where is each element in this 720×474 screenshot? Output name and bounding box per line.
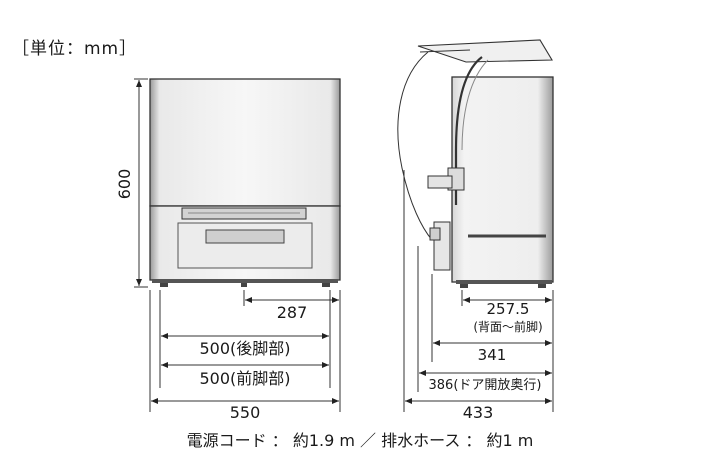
cord-hose-note: 電源コード ： 約1.9 m ／ 排水ホース ： 約1 m — [186, 431, 534, 450]
front-foot-left — [160, 283, 168, 287]
front-upper-body — [149, 78, 341, 207]
front-foot-span-label: 500(前脚部) — [199, 369, 290, 388]
side-base — [456, 280, 552, 284]
front-foot-right — [322, 283, 330, 287]
rear-foot-span-label: 500(後脚部) — [199, 339, 290, 358]
depth-door-open-label: 386(ドア開放奥行) — [429, 378, 542, 393]
dimension-labels: 600 287 500(後脚部) 500(前脚部) 550 257.5 (背面〜… — [115, 169, 543, 422]
open-lid — [417, 39, 553, 63]
door-open-tip — [427, 175, 453, 189]
front-foot-center — [241, 283, 247, 287]
front-view — [149, 78, 341, 287]
side-view — [397, 39, 554, 288]
drawer-handle — [205, 229, 285, 244]
height-label: 600 — [115, 169, 134, 200]
unit-label: ［単位：mm］ — [12, 39, 138, 59]
side-body — [451, 76, 554, 283]
side-front-curve — [454, 56, 483, 205]
foot-offset-label: 287 — [277, 303, 308, 322]
depth-total-label: 433 — [463, 403, 494, 422]
width-label: 550 — [230, 403, 261, 422]
back-to-front-foot-value: 257.5 — [487, 300, 530, 318]
depth-body-label: 341 — [478, 346, 507, 364]
door-swing-arc — [397, 51, 433, 241]
back-to-front-foot-note: (背面〜前脚) — [473, 319, 542, 334]
dimension-lines — [134, 78, 554, 412]
front-base — [152, 279, 338, 283]
